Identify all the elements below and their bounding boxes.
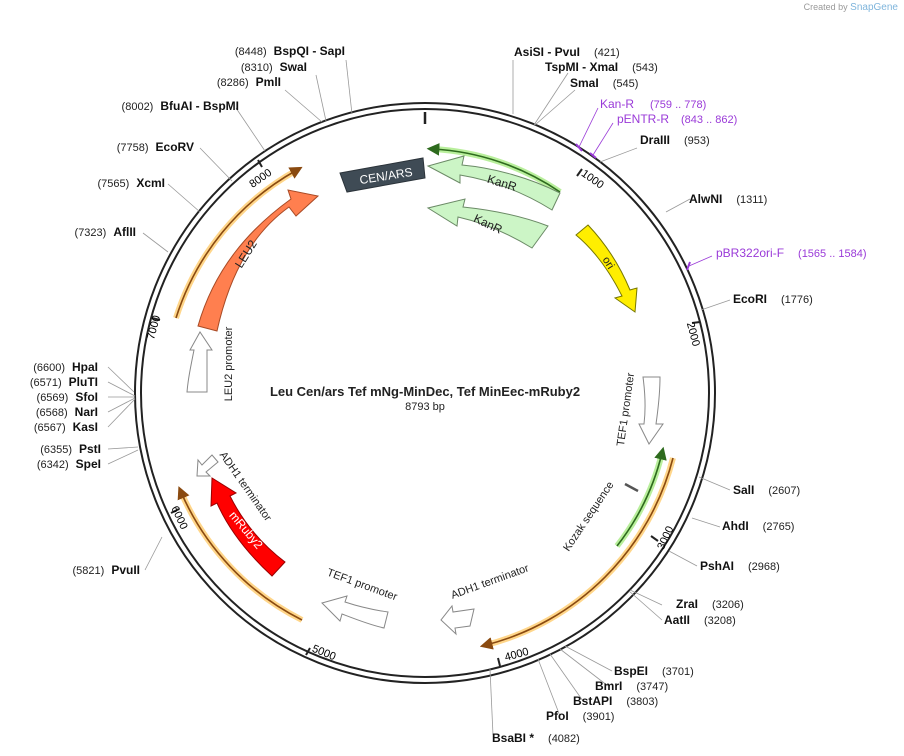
site-hpai[interactable]: (6600)HpaI [33,360,98,374]
site-spei[interactable]: (6342)SpeI [37,457,101,471]
site-smai[interactable]: SmaI(545) [570,76,638,90]
site-xcmi[interactable]: (7565)XcmI [98,176,165,190]
tick-mark-6000 [170,508,180,514]
feature-label-tef1-promoter-bottom: TEF1 promoter [325,567,399,604]
site-pfoi[interactable]: PfoI(3901) [546,709,614,723]
site-psti[interactable]: (6355)PstI [40,442,101,456]
orf-arc-leu2 [173,167,299,319]
tick-mark-1000 [576,168,583,177]
feature-label-leu2-promoter: LEU2 promoter [223,326,235,401]
site-pvuii[interactable]: (5821)PvuII [73,563,140,577]
feature-cen-ars[interactable]: CEN/ARS [339,157,426,193]
site-nari[interactable]: (6568)NarI [36,405,98,419]
snapgene-logo: SnapGene [850,2,898,13]
feature-label-ori: ori [600,255,617,272]
tick-mark-8000 [257,159,263,168]
feature-ori[interactable]: ori [575,224,638,313]
site-pshai[interactable]: PshAI(2968) [700,559,780,573]
feature-label-adh1-terminator-bottom: ADH1 terminator [449,562,530,601]
site-bsabi[interactable]: BsaBI *(4082) [492,731,580,745]
primer-marks [575,143,691,271]
site-ahdi[interactable]: AhdI(2765) [722,519,794,533]
site-bstapi[interactable]: BstAPI(3803) [573,694,658,708]
tick-label-7000: 7000 [145,314,163,341]
primer-pentr-r[interactable]: pENTR-R(843 .. 862) [617,112,737,126]
feature-tef1-promoter-right[interactable]: TEF1 promoter [615,372,664,447]
site-kasi[interactable]: (6567)KasI [34,420,98,434]
site-aflii[interactable]: (7323)AflII [75,225,136,239]
orf-arc-mineec [485,457,676,648]
backbone-inner-circle [140,108,710,678]
site-ecorv[interactable]: (7758)EcoRV [117,140,194,154]
feature-kozak-mark[interactable] [624,482,639,493]
tick-label-3000: 3000 [655,524,676,551]
site-sali[interactable]: SalI(2607) [733,483,800,497]
site-zrai[interactable]: ZraI(3206) [676,597,744,611]
tick-mark-5000 [305,647,311,656]
tick-label-2000: 2000 [684,321,702,348]
feature-label-tef1-promoter-right: TEF1 promoter [615,372,637,447]
tick-mark-2000 [691,321,701,324]
snapgene-branding: Created by SnapGene [804,2,898,13]
site-sfoi[interactable]: (6569)SfoI [37,390,98,404]
site-bmri[interactable]: BmrI(3747) [595,679,668,693]
orf-arc-mruby2 [178,490,304,623]
feature-tef1-promoter-bottom[interactable]: TEF1 promoter [321,567,399,629]
tick-mark-4000 [497,657,501,667]
site-leader-lines [107,59,731,736]
branding-prefix: Created by [803,2,848,12]
site-labels-left: (8448)BspQI - SapI (8310)SwaI (8286)PmlI… [30,44,345,577]
site-tspmi[interactable]: TspMI - XmaI(543) [545,60,658,74]
site-bspei[interactable]: BspEI(3701) [614,664,694,678]
scale-ticks: 1000 2000 3000 4000 5000 6000 7000 8000 [145,159,702,667]
site-pluti[interactable]: (6571)PluTI [30,375,98,389]
primer-leader-lines [578,107,713,267]
site-draiii[interactable]: DraIII(953) [640,133,710,147]
site-bfuai[interactable]: (8002)BfuAI - BspMI [122,99,239,113]
site-alwni[interactable]: AlwNI(1311) [689,192,767,206]
site-bspqi[interactable]: (8448)BspQI - SapI [235,44,345,58]
primer-kan-r[interactable]: Kan-R(759 .. 778) [600,97,706,111]
site-labels-right: AsiSI - PvuI(421) TspMI - XmaI(543) SmaI… [492,45,813,745]
site-asisi[interactable]: AsiSI - PvuI(421) [514,45,620,59]
feature-kanr-2[interactable]: KanR [426,198,549,249]
feature-label-kozak: Kozak sequence [561,479,616,553]
tick-mark-3000 [650,535,659,542]
feature-adh1-terminator-bottom[interactable]: ADH1 terminator [440,562,531,636]
site-swai[interactable]: (8310)SwaI [241,60,307,74]
plasmid-size: 8793 bp [405,401,445,413]
feature-leu2[interactable]: LEU2 [197,189,320,332]
site-pmli[interactable]: (8286)PmlI [217,75,281,89]
primer-pbr322ori-f[interactable]: pBR322ori-F(1565 .. 1584) [716,246,867,260]
plasmid-name: Leu Cen/ars Tef mNg-MinDec, Tef MinEec-m… [270,384,580,399]
site-aatii[interactable]: AatII(3208) [664,613,736,627]
site-ecori[interactable]: EcoRI(1776) [733,292,813,306]
backbone-outer-circle [134,102,716,684]
primer-labels: Kan-R(759 .. 778) pENTR-R(843 .. 862) pB… [600,97,867,260]
feature-leu2-promoter[interactable]: LEU2 promoter [186,326,235,401]
tick-mark-7000 [151,317,161,321]
